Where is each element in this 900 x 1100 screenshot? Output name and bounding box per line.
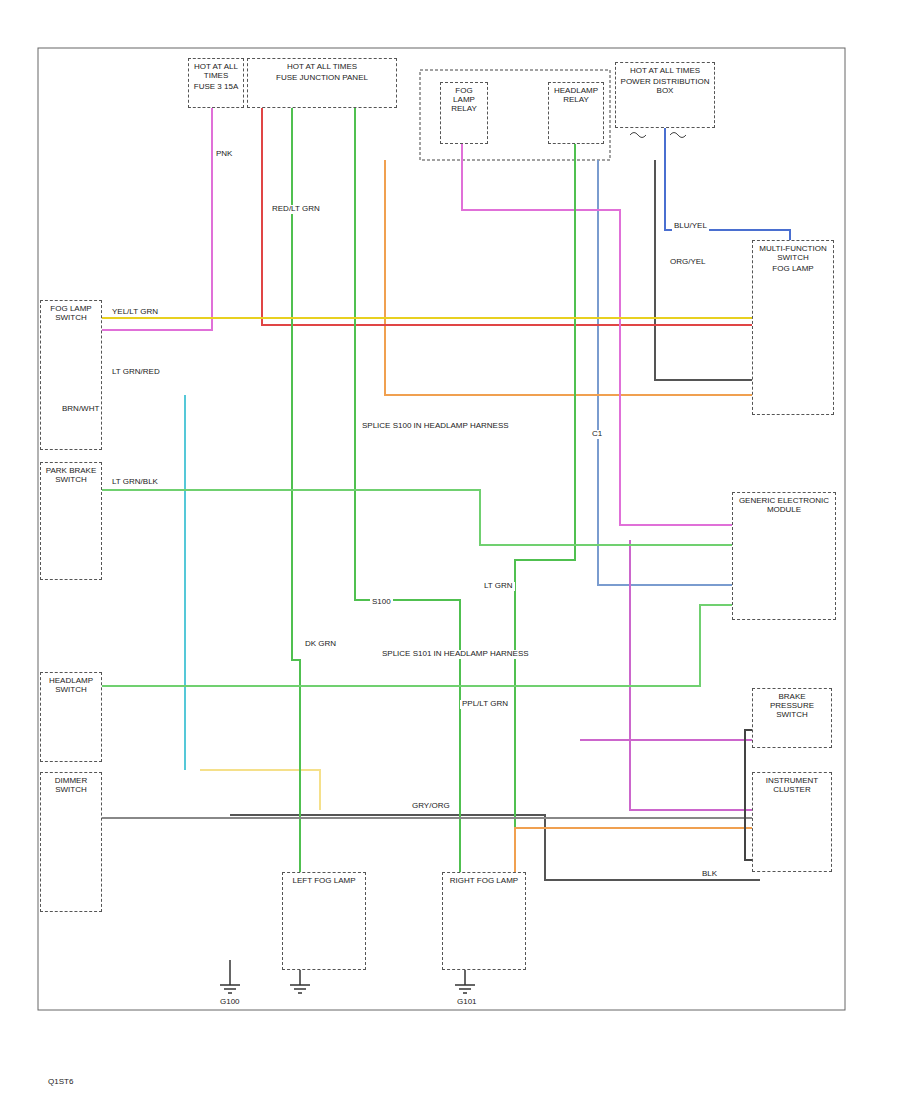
component-label: LEFT FOG LAMP xyxy=(286,876,362,885)
component-label: HOT AT ALL TIMES xyxy=(619,66,711,75)
component-label: FOG LAMP RELAY xyxy=(444,86,484,114)
component-box: GENERIC ELECTRONIC MODULE xyxy=(732,492,836,620)
component-box: LEFT FOG LAMP xyxy=(282,872,366,970)
wire xyxy=(102,817,752,819)
component-label: HEADLAMP SWITCH xyxy=(44,676,98,694)
component-box: HEADLAMP SWITCH xyxy=(40,672,102,762)
wire-label: G101 xyxy=(455,998,479,1007)
component-label: BRAKE PRESSURE SWITCH xyxy=(756,692,828,720)
component-label: HOT AT ALL TIMES xyxy=(251,62,393,71)
component-label: HOT AT ALL TIMES xyxy=(192,62,240,80)
component-box: PARK BRAKE SWITCH xyxy=(40,462,102,580)
component-box: HOT AT ALL TIMES POWER DISTRIBUTION BOX xyxy=(615,62,715,128)
component-label: INSTRUMENT CLUSTER xyxy=(756,776,828,794)
wire-label: G100 xyxy=(218,998,242,1007)
wire-label: BRN/WHT xyxy=(60,405,101,414)
wire-label: LT GRN/RED xyxy=(110,368,162,377)
wire-label: LT GRN xyxy=(482,582,515,591)
wire-label: S100 xyxy=(370,598,393,607)
wire-label: PNK xyxy=(214,150,234,159)
wire-label: LT GRN/BLK xyxy=(110,478,160,487)
component-box: HOT AT ALL TIMES FUSE 3 15A xyxy=(188,58,244,108)
component-box: HEADLAMP RELAY xyxy=(548,82,604,144)
component-box: INSTRUMENT CLUSTER xyxy=(752,772,832,872)
component-label: RIGHT FOG LAMP xyxy=(446,876,522,885)
component-label: FUSE 3 15A xyxy=(192,82,240,91)
component-box: RIGHT FOG LAMP xyxy=(442,872,526,970)
component-box: FOG LAMP RELAY xyxy=(440,82,488,144)
wire xyxy=(102,490,732,545)
component-label: FUSE JUNCTION PANEL xyxy=(251,73,393,82)
component-box: DIMMER SWITCH xyxy=(40,772,102,912)
wire xyxy=(515,828,752,872)
wire xyxy=(102,317,752,319)
component-label: FOG LAMP xyxy=(756,264,830,273)
component-label: MULTI-FUNCTION SWITCH xyxy=(756,244,830,262)
component-label: PARK BRAKE SWITCH xyxy=(44,466,98,484)
wire-label: SPLICE S100 IN HEADLAMP HARNESS xyxy=(360,422,511,431)
wire-label: RED/LT GRN xyxy=(270,205,322,214)
wire-label: BLK xyxy=(700,870,719,879)
wire xyxy=(262,108,752,325)
wire-label: PPL/LT GRN xyxy=(460,700,510,709)
wire-label: SPLICE S101 IN HEADLAMP HARNESS xyxy=(380,650,531,659)
wire xyxy=(102,605,732,686)
component-label: POWER DISTRIBUTION BOX xyxy=(619,77,711,95)
component-box: HOT AT ALL TIMES FUSE JUNCTION PANEL xyxy=(247,58,397,108)
wire xyxy=(665,128,790,240)
component-box: FOG LAMP SWITCH xyxy=(40,300,102,450)
wire-label: BLU/YEL xyxy=(672,222,709,231)
wire xyxy=(745,730,752,860)
wire-label: Q1ST6 xyxy=(46,1078,75,1087)
wire-label: C1 xyxy=(590,430,604,439)
wire-label: GRY/ORG xyxy=(410,802,452,811)
component-box: BRAKE PRESSURE SWITCH xyxy=(752,688,832,748)
component-label: FOG LAMP SWITCH xyxy=(44,304,98,322)
wire-label: DK GRN xyxy=(303,640,338,649)
component-label: DIMMER SWITCH xyxy=(44,776,98,794)
wire-label: YEL/LT GRN xyxy=(110,308,160,317)
component-label: HEADLAMP RELAY xyxy=(552,86,600,104)
wire-label: ORG/YEL xyxy=(668,258,708,267)
wire xyxy=(515,144,575,872)
wire xyxy=(102,108,212,330)
wire xyxy=(462,144,732,525)
component-box: MULTI-FUNCTION SWITCH FOG LAMP xyxy=(752,240,834,415)
component-label: GENERIC ELECTRONIC MODULE xyxy=(736,496,832,514)
